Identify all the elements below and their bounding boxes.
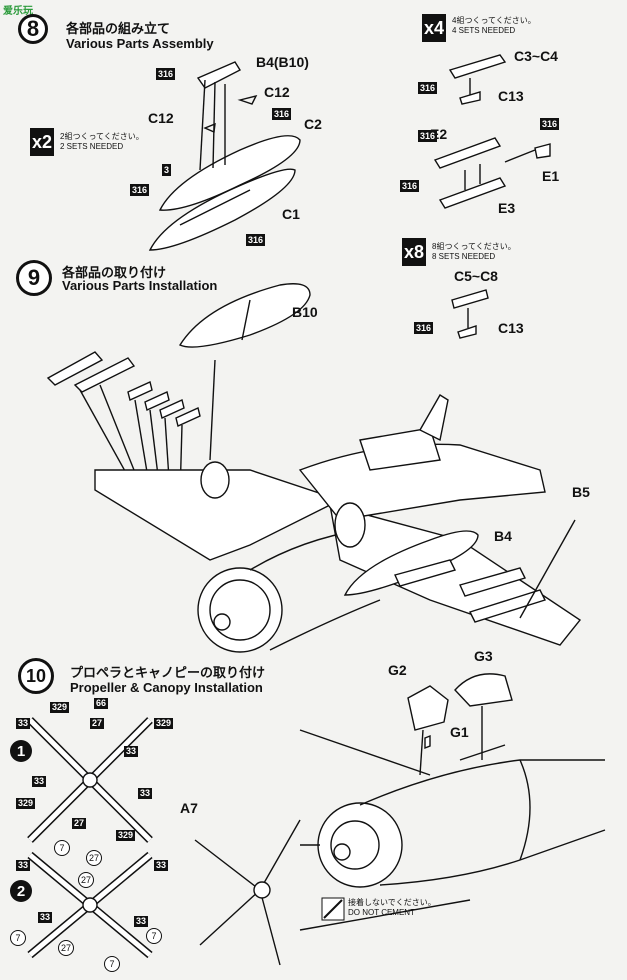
label-c2: C2	[304, 116, 322, 132]
step-10-title-jp: プロペラとキャノピーの取り付け	[70, 665, 266, 680]
label-c12-left: C12	[148, 110, 174, 126]
prop-num-329-d: 329	[116, 830, 136, 841]
prop-num-33-c: 33	[32, 776, 47, 787]
no-cement-jp: 接着しないでください。	[348, 898, 436, 907]
prop-num-329-a: 329	[50, 702, 70, 713]
tag-316-f: 316	[540, 118, 560, 130]
no-cement-note: 接着しないでください。 DO NOT CEMENT	[348, 898, 436, 918]
x2-note-jp: 2組つくってください。	[60, 132, 144, 141]
step-9-number: 9	[16, 260, 52, 296]
step-8-title-en: Various Parts Assembly	[66, 36, 214, 51]
prop-num-329-c: 329	[16, 798, 36, 809]
tag-316-b: 316	[272, 108, 292, 120]
label-c13-bottom: C13	[498, 320, 524, 336]
tag-316-e: 316	[418, 82, 438, 94]
prop-num-66: 66	[94, 698, 109, 709]
label-b4: B4	[494, 528, 512, 544]
x4-note-en: 4 SETS NEEDED	[452, 26, 516, 35]
x8-note-en: 8 SETS NEEDED	[432, 252, 496, 261]
x8-mark: x8	[402, 238, 426, 266]
prop-num-7-d: 7	[104, 956, 120, 972]
label-g3: G3	[474, 648, 493, 664]
step-9-title-en: Various Parts Installation	[62, 278, 218, 293]
label-c12-top: C12	[264, 84, 290, 100]
label-g2: G2	[388, 662, 407, 678]
label-g1: G1	[450, 724, 469, 740]
x2-mark: x2	[30, 128, 54, 156]
prop-num-27-b: 27	[72, 818, 87, 829]
x4-mark: x4	[422, 14, 446, 42]
label-b4-b10: B4(B10)	[256, 54, 309, 70]
x4-note-jp: 4組つくってください。	[452, 16, 536, 25]
label-c13-top: C13	[498, 88, 524, 104]
label-c1: C1	[282, 206, 300, 222]
x2-note-en: 2 SETS NEEDED	[60, 142, 124, 151]
step-8-title-jp: 各部品の組み立て	[66, 21, 171, 36]
label-e3: E3	[498, 200, 516, 216]
step-9-title-jp: 各部品の取り付け	[62, 265, 167, 280]
prop-num-33-g: 33	[38, 912, 53, 923]
prop-num-33-f: 33	[154, 860, 169, 871]
prop-num-27-c: 27	[86, 850, 102, 866]
label-e1: E1	[542, 168, 560, 184]
tag-316-a: 316	[156, 68, 176, 80]
prop-num-33-b: 33	[124, 746, 139, 757]
tag-316-h: 316	[400, 180, 420, 192]
tag-316-i: 316	[414, 322, 434, 334]
variant-2-marker: 2	[10, 880, 32, 902]
tag-316-g: 316	[418, 130, 438, 142]
site-logo: 爱乐玩	[3, 2, 33, 17]
x4-note: 4組つくってください。 4 SETS NEEDED	[452, 16, 536, 36]
logo-text: 爱乐玩	[3, 6, 33, 17]
label-a7: A7	[180, 800, 198, 816]
label-c3-c4: C3~C4	[514, 48, 558, 64]
tag-316-d: 316	[246, 234, 266, 246]
step-8-number: 8	[18, 14, 48, 44]
tag-316-c: 316	[130, 184, 150, 196]
label-b5: B5	[572, 484, 590, 500]
prop-num-27-a: 27	[90, 718, 105, 729]
prop-num-33-h: 33	[134, 916, 149, 927]
x8-note: 8組つくってください。 8 SETS NEEDED	[432, 242, 516, 262]
prop-num-329-b: 329	[154, 718, 174, 729]
prop-num-7-a: 7	[54, 840, 70, 856]
prop-num-33-a: 33	[16, 718, 31, 729]
label-c5-c8: C5~C8	[454, 268, 498, 284]
label-b10: B10	[292, 304, 318, 320]
prop-num-33-e: 33	[16, 860, 31, 871]
step-10-title-en: Propeller & Canopy Installation	[70, 680, 263, 695]
prop-num-7-c: 7	[146, 928, 162, 944]
x8-note-jp: 8組つくってください。	[432, 242, 516, 251]
tag-3: 3	[162, 164, 172, 176]
prop-num-27-e: 27	[58, 940, 74, 956]
prop-num-27-d: 27	[78, 872, 94, 888]
no-cement-en: DO NOT CEMENT	[348, 908, 415, 917]
step-10-number: 10	[18, 658, 54, 694]
prop-num-33-d: 33	[138, 788, 153, 799]
variant-1-marker: 1	[10, 740, 32, 762]
x2-note: 2組つくってください。 2 SETS NEEDED	[60, 132, 144, 152]
prop-num-7-b: 7	[10, 930, 26, 946]
